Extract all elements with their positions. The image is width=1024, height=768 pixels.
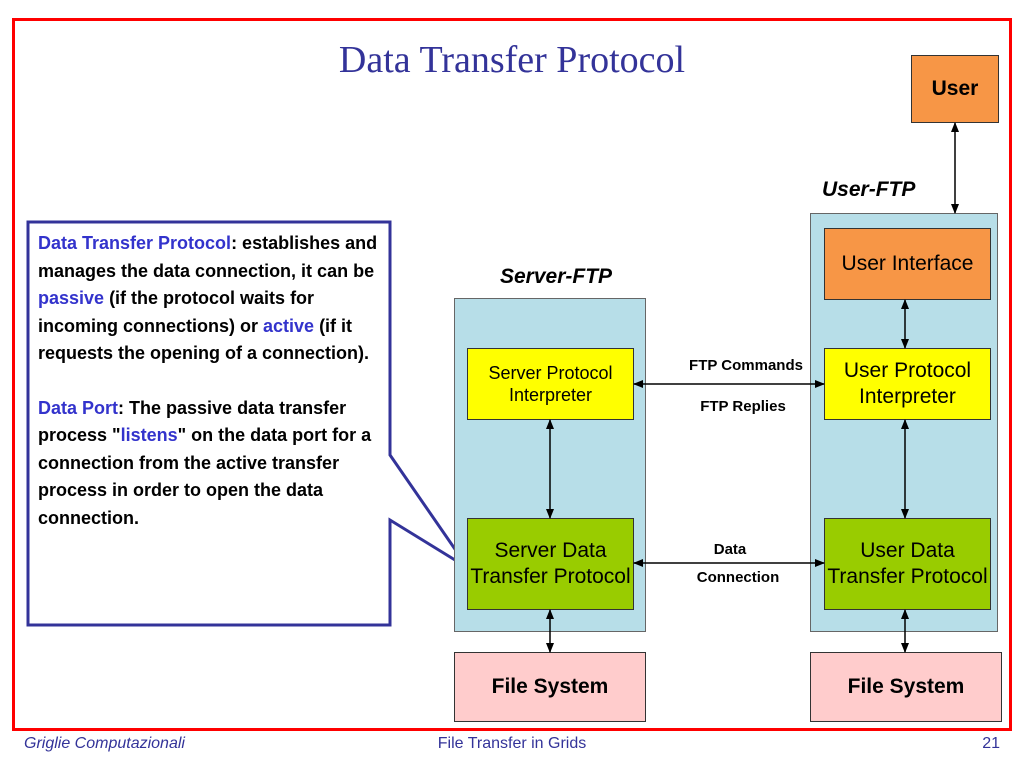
slide-title: Data Transfer Protocol: [338, 39, 686, 81]
server-file-system-box: File System: [454, 652, 646, 722]
callout-paragraph-data-port: Data Port: The passive data transfer pro…: [38, 397, 372, 528]
data-connection-label-line2: Connection: [696, 569, 780, 586]
callout-paragraph-dtp: Data Transfer Protocol: establishes and …: [38, 233, 378, 363]
slide-frame: [12, 18, 1012, 731]
term-data-transfer-protocol: Data Transfer Protocol: [38, 233, 232, 253]
user-box: User: [911, 55, 999, 123]
ftp-commands-label: FTP Commands: [689, 357, 803, 374]
term-data-port: Data Port: [38, 397, 119, 418]
server-data-transfer-protocol-box: Server Data Transfer Protocol: [467, 518, 634, 610]
page-number: 21: [982, 735, 1000, 752]
term-active: active: [263, 315, 315, 336]
callout-text: Data Transfer Protocol: establishes and …: [38, 230, 378, 559]
footer-center: File Transfer in Grids: [437, 735, 587, 752]
ftp-replies-label: FTP Replies: [700, 398, 786, 415]
term-passive: passive: [38, 288, 105, 308]
user-data-transfer-protocol-box: User Data Transfer Protocol: [824, 518, 991, 610]
term-listens: listens: [120, 425, 178, 445]
footer-left: Griglie Computazionali: [24, 735, 185, 752]
user-ftp-label: User-FTP: [822, 178, 916, 201]
server-ftp-label: Server-FTP: [500, 265, 613, 288]
data-connection-label-line1: Data: [713, 541, 747, 558]
user-file-system-box: File System: [810, 652, 1002, 722]
server-protocol-interpreter-box: Server Protocol Interpreter: [467, 348, 634, 420]
user-interface-box: User Interface: [824, 228, 991, 300]
